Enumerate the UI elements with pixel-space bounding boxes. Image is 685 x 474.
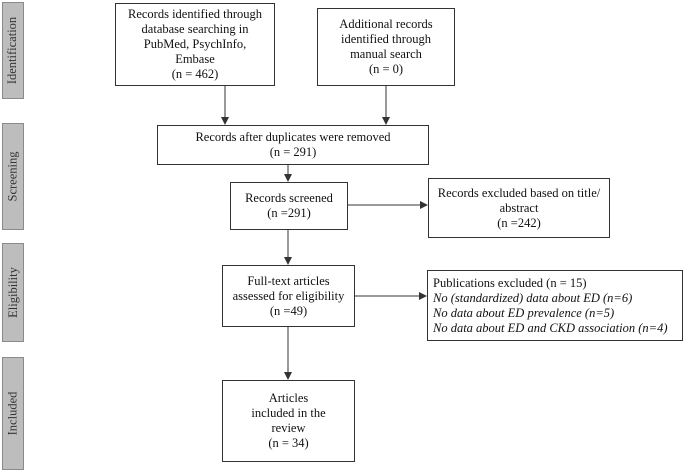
box-records-screened: Records screened (n =291) (230, 182, 348, 230)
box-manual-records: Additional records identified through ma… (317, 8, 455, 86)
box-fulltext-assessed: Full-text articles assessed for eligibil… (222, 265, 355, 327)
box-database-records: Records identified through database sear… (115, 3, 275, 86)
box-after-duplicates: Records after duplicates were removed (n… (157, 125, 429, 165)
stage-label-included: Included (2, 357, 24, 470)
stage-label-identification: Identification (2, 2, 24, 99)
stage-label-screening: Screening (2, 123, 24, 230)
stage-label-eligibility: Eligibility (2, 243, 24, 342)
exclusion-reason-item: No data about ED prevalence (n=5) (433, 305, 615, 320)
box-publications-excluded: Publications excluded (n = 15) No (stand… (427, 270, 683, 341)
box-excluded-title-abstract: Records excluded based on title/ abstrac… (428, 178, 610, 238)
exclusion-reason-item: No data about ED and CKD association (n=… (433, 320, 668, 335)
exclusion-reason-item: No (standardized) data about ED (n=6) (433, 290, 633, 305)
box-articles-included: Articles included in the review (n = 34) (222, 380, 355, 462)
